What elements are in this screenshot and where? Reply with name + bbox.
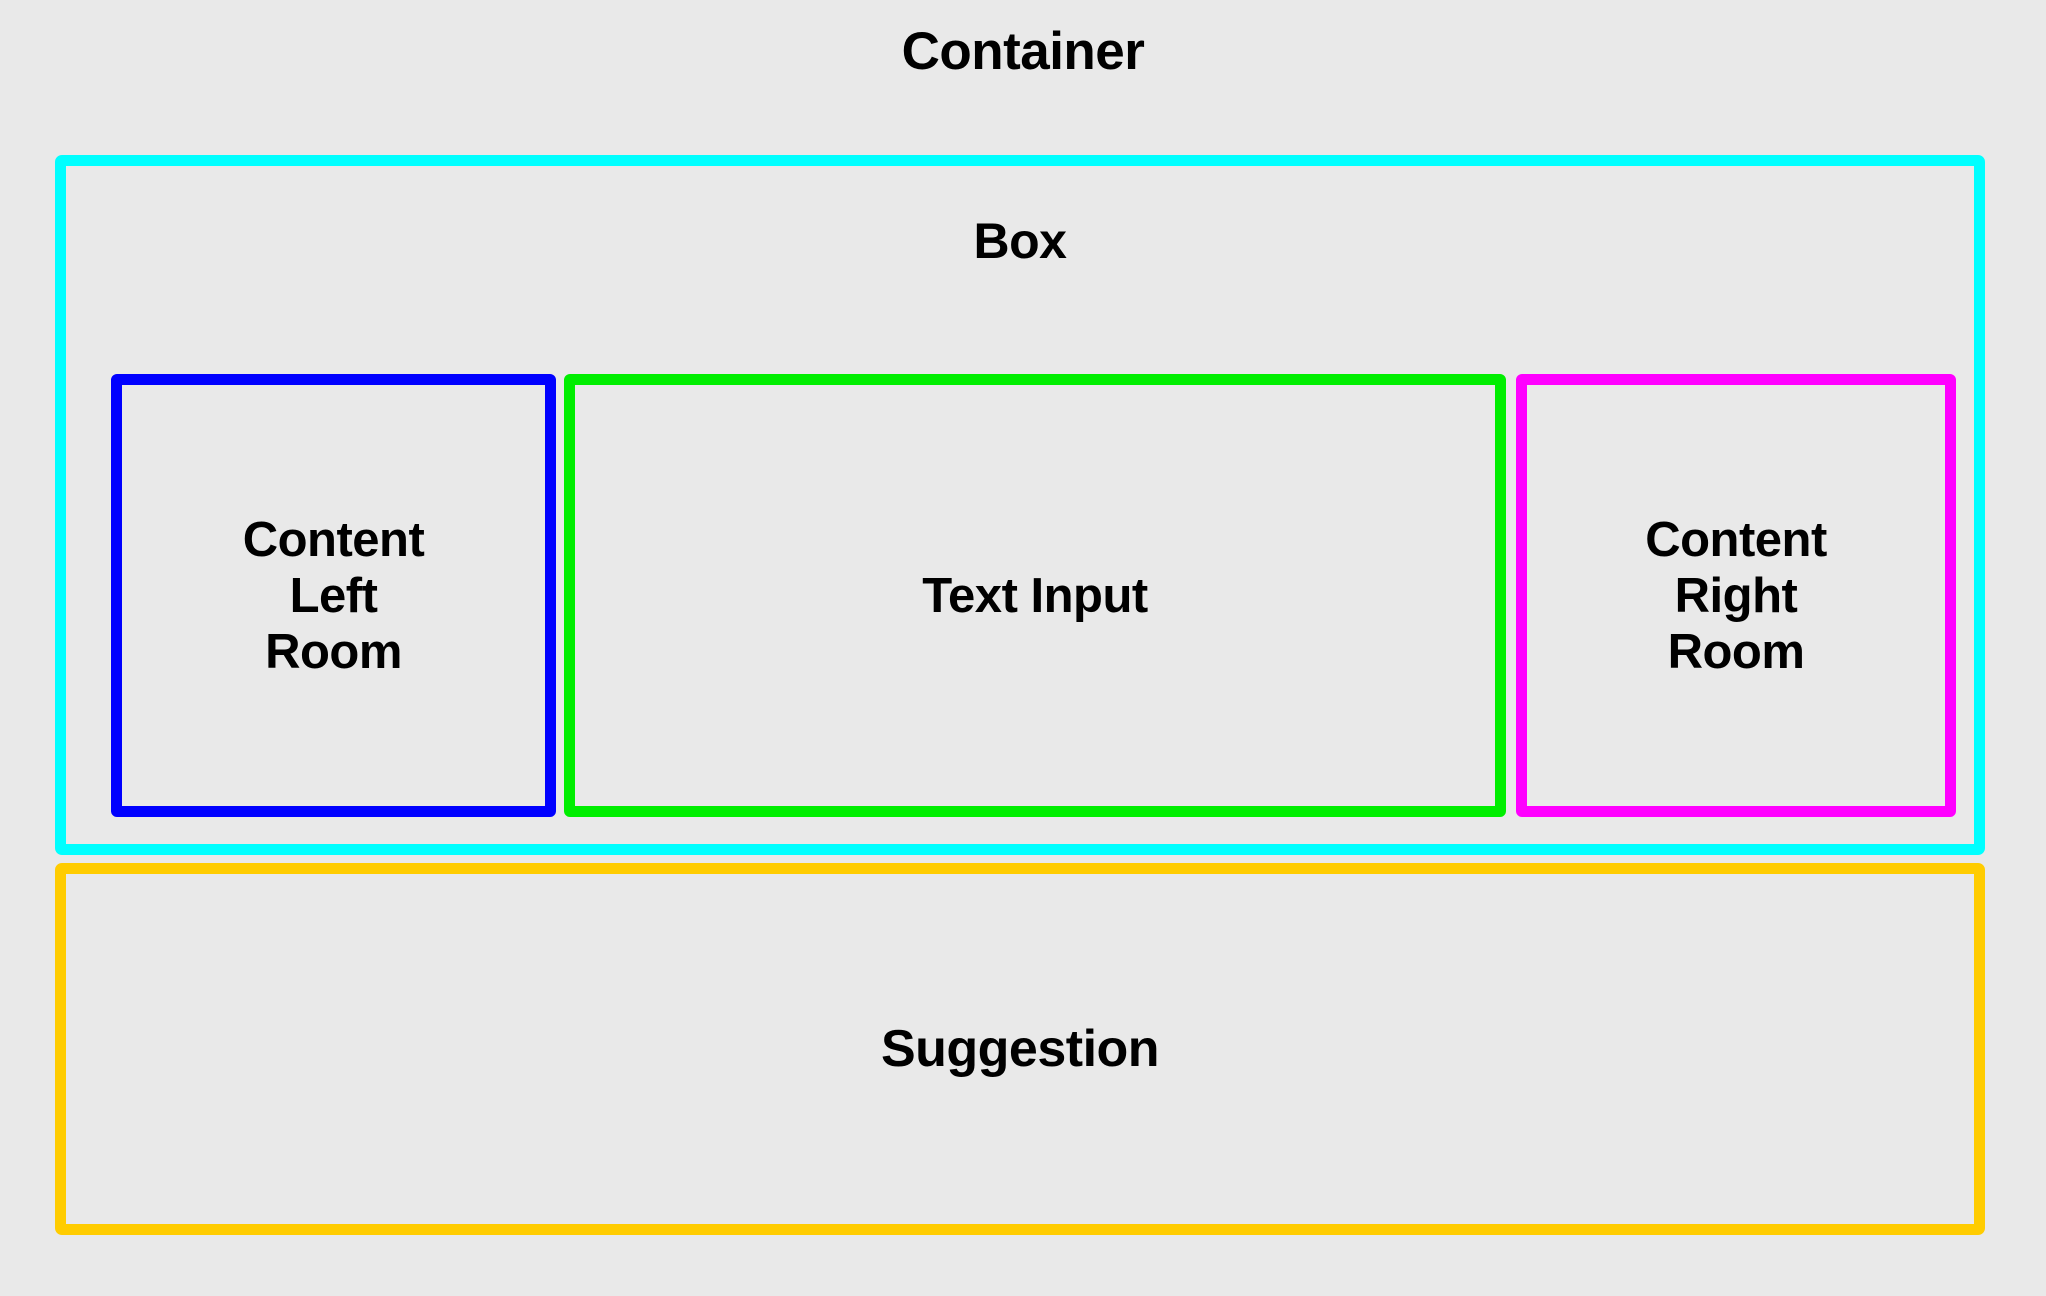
- content-left-room-label: Content Left Room: [242, 512, 425, 679]
- content-left-room-panel[interactable]: Content Left Room: [111, 374, 556, 817]
- text-input-label: Text Input: [922, 568, 1148, 623]
- box-region: Box Content Left Room Text Input Content…: [55, 155, 1985, 855]
- content-right-room-label: Content Right Room: [1645, 512, 1827, 679]
- box-title: Box: [973, 213, 1067, 269]
- container-title: Container: [901, 22, 1145, 81]
- suggestion-region[interactable]: Suggestion: [55, 863, 1985, 1235]
- content-right-room-panel[interactable]: Content Right Room: [1516, 374, 1956, 817]
- text-input-panel[interactable]: Text Input: [564, 374, 1506, 817]
- suggestion-title: Suggestion: [880, 1020, 1160, 1078]
